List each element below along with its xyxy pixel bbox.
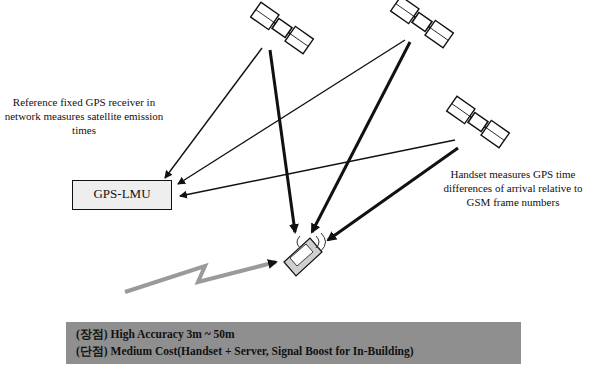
satellite bbox=[391, 0, 454, 48]
satellite bbox=[447, 96, 510, 147]
handset bbox=[284, 233, 326, 276]
annotation: Handset measures GPS time differences of… bbox=[438, 168, 588, 209]
summary-band: (장점) High Accuracy 3m ~ 50m(단점) Medium C… bbox=[66, 322, 521, 364]
satellite bbox=[251, 2, 314, 53]
summary-line: (단점) Medium Cost(Handset + Server, Signa… bbox=[76, 343, 511, 360]
receiver-box: GPS-LMU bbox=[72, 180, 172, 210]
summary-line: (장점) High Accuracy 3m ~ 50m bbox=[76, 326, 511, 343]
annotation: Reference fixed GPS receiver in network … bbox=[4, 96, 164, 137]
box-label: GPS-LMU bbox=[81, 186, 163, 202]
